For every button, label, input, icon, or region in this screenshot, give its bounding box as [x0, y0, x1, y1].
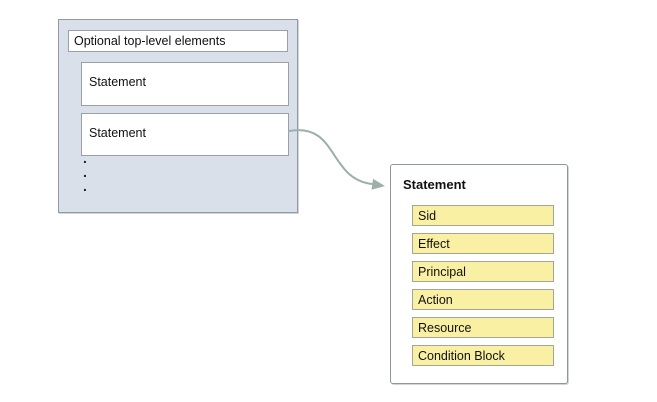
- element-box-principal: Principal: [412, 261, 554, 282]
- optional-top-level-elements-label: Optional top-level elements: [74, 33, 226, 48]
- statement-box-2: Statement: [81, 113, 289, 156]
- ellipsis-dot: .: [83, 164, 87, 180]
- element-box-condition-block: Condition Block: [412, 345, 554, 366]
- element-box-action-label: Action: [418, 292, 453, 307]
- statement-box-2-label: Statement: [89, 126, 146, 140]
- element-box-effect: Effect: [412, 233, 554, 254]
- element-box-resource: Resource: [412, 317, 554, 338]
- element-box-resource-label: Resource: [418, 320, 472, 335]
- element-box-effect-label: Effect: [418, 236, 450, 251]
- element-box-principal-label: Principal: [418, 264, 466, 279]
- statement-box-1-label: Statement: [89, 75, 146, 89]
- connector-arrowhead-icon: [371, 178, 385, 190]
- element-box-sid: Sid: [412, 205, 554, 226]
- statement-detail-panel: Statement Sid Effect Principal Action Re…: [390, 164, 568, 384]
- ellipsis-dot: .: [83, 150, 87, 166]
- element-box-action: Action: [412, 289, 554, 310]
- optional-top-level-elements-box: Optional top-level elements: [68, 30, 288, 52]
- ellipsis-dot: .: [83, 178, 87, 194]
- connector-arrow-line: [288, 129, 373, 185]
- element-box-sid-label: Sid: [418, 208, 437, 223]
- statement-box-1: Statement: [81, 62, 289, 106]
- policy-document-panel: Optional top-level elements Statement St…: [58, 19, 298, 213]
- element-box-condition-block-label: Condition Block: [418, 348, 505, 363]
- statement-panel-title: Statement: [403, 177, 466, 192]
